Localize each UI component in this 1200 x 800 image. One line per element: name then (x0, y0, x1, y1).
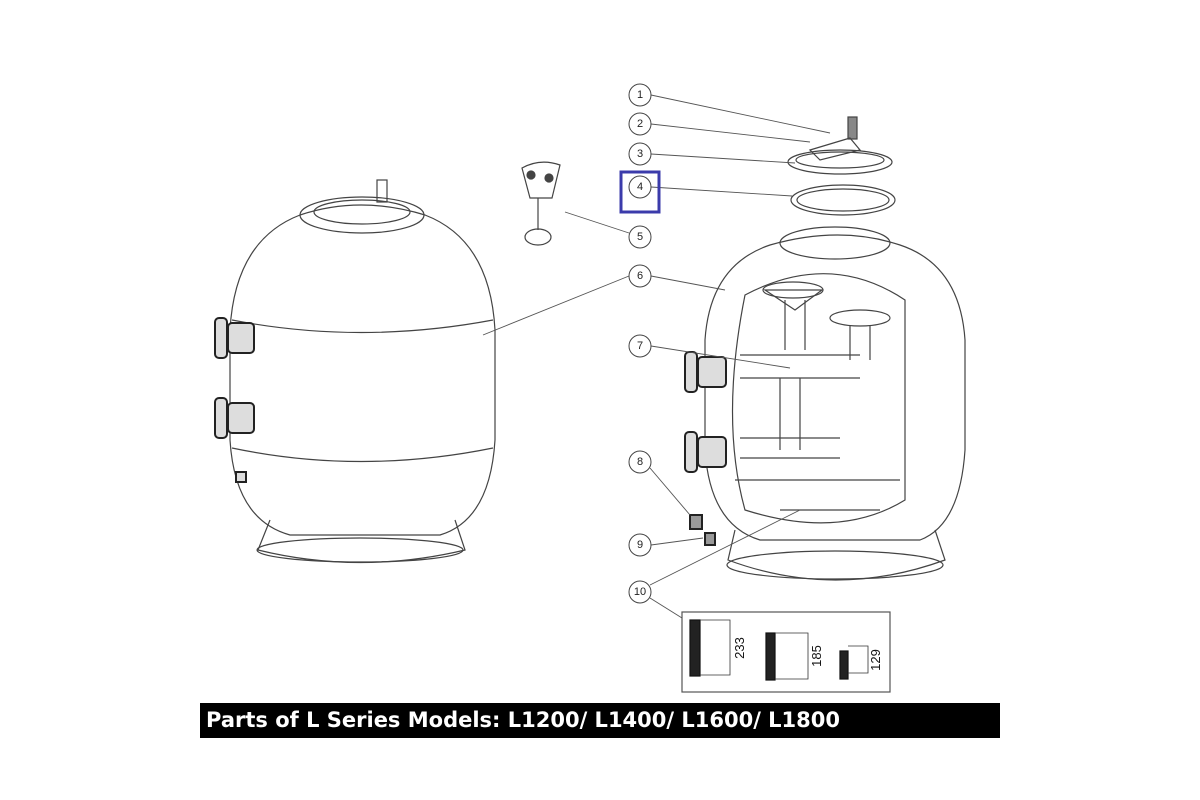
callouts: 1 2 3 4 5 6 7 8 9 10 (628, 83, 652, 604)
clamp-part (521, 161, 561, 246)
svg-text:7: 7 (637, 340, 643, 352)
callout-4: 4 (628, 175, 652, 199)
caption-bar: Parts of L Series Models: L1200/ L1400/ … (200, 703, 1000, 738)
callout-8: 8 (628, 450, 652, 474)
svg-text:1: 1 (637, 89, 643, 101)
callout-3: 3 (628, 142, 652, 166)
dim-233: 233 (732, 637, 747, 659)
svg-text:5: 5 (637, 231, 643, 243)
highlight-box (619, 170, 661, 214)
svg-text:8: 8 (637, 456, 643, 468)
nozzle-icons (689, 619, 849, 681)
svg-text:3: 3 (637, 148, 643, 160)
leader-lines (482, 94, 831, 619)
lid-assembly (787, 116, 896, 216)
callout-2: 2 (628, 112, 652, 136)
right-filter-tank-cutaway (684, 226, 966, 581)
callout-9: 9 (628, 533, 652, 557)
callout-7: 7 (628, 334, 652, 358)
dimension-lines (700, 619, 869, 680)
svg-text:10: 10 (634, 586, 646, 598)
nozzle-size-box (681, 611, 891, 693)
svg-text:6: 6 (637, 270, 643, 282)
dim-129: 129 (868, 649, 883, 671)
left-filter-tank (214, 179, 496, 564)
svg-text:2: 2 (637, 118, 643, 130)
callout-6: 6 (628, 264, 652, 288)
callout-10: 10 (628, 580, 652, 604)
callout-1: 1 (628, 83, 652, 107)
drain-fittings (689, 514, 716, 546)
callout-5: 5 (628, 225, 652, 249)
dim-185: 185 (809, 645, 824, 667)
svg-text:9: 9 (637, 539, 643, 551)
svg-text:4: 4 (637, 181, 643, 193)
